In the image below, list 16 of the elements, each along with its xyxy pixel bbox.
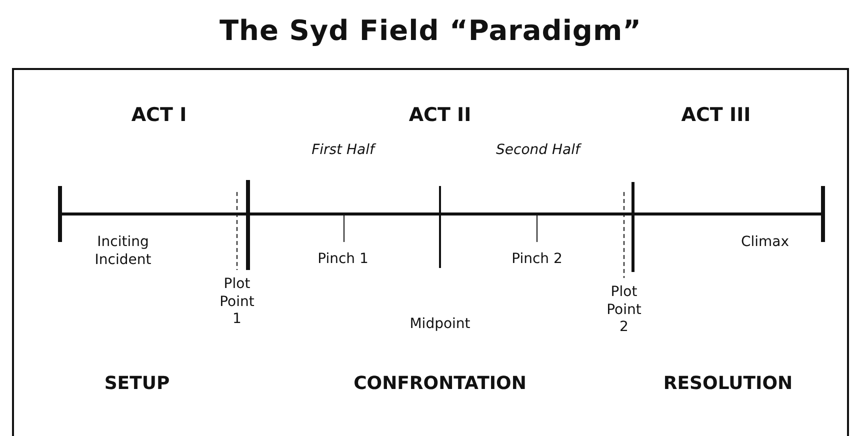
phase-label: CONFRONTATION (352, 373, 528, 396)
phase-label: RESOLUTION (662, 373, 794, 396)
event-label: Plot Point 1 (218, 276, 256, 328)
event-label: Plot Point 2 (606, 284, 642, 336)
section-label: Second Half (495, 142, 583, 160)
event-label: Pinch 1 (316, 251, 370, 268)
section-label: First Half (310, 142, 378, 160)
phase-label: SETUP (103, 373, 171, 396)
act-heading: ACT III (680, 104, 752, 128)
event-label: Inciting Incident (94, 234, 152, 269)
event-label: Pinch 2 (510, 251, 564, 268)
event-label: Midpoint (408, 316, 472, 334)
act-heading: ACT I (130, 104, 188, 128)
diagram-title: The Syd Field “Paradigm” (218, 14, 643, 47)
act-heading: ACT II (408, 104, 472, 128)
event-label: Climax (740, 234, 790, 252)
